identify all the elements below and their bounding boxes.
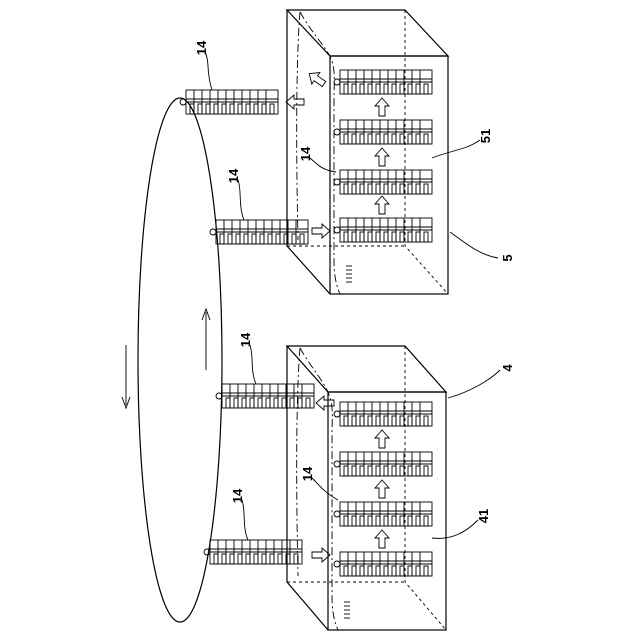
loop-arrow-up xyxy=(202,309,210,370)
ref-rack-lower-internal: 14 xyxy=(300,466,315,481)
circulation-loop xyxy=(138,98,222,622)
ref-rack-top: 14 xyxy=(194,40,209,55)
upper-outgoing-rack xyxy=(180,90,278,114)
ref-rack-lower-outgoing: 14 xyxy=(238,332,253,347)
lower-internal-racks xyxy=(334,402,432,576)
ref-rack-lower-incoming: 14 xyxy=(230,488,245,503)
upper-incoming-rack xyxy=(210,220,308,244)
leader-lines xyxy=(205,52,500,540)
ref-upper-apparatus: 5 xyxy=(500,254,515,261)
upper-internal-racks xyxy=(334,70,432,242)
ref-rack-upper-internal: 14 xyxy=(298,146,313,161)
lower-outgoing-rack xyxy=(216,384,314,408)
lower-apparatus xyxy=(287,346,446,630)
ref-upper-chamber: 51 xyxy=(478,129,493,143)
ref-lower-chamber: 41 xyxy=(476,509,491,523)
ref-lower-apparatus: 4 xyxy=(500,364,515,372)
loop-arrow-down xyxy=(122,345,130,408)
ref-rack-upper-incoming: 14 xyxy=(226,168,241,183)
lower-transfer-arrows xyxy=(312,396,334,562)
